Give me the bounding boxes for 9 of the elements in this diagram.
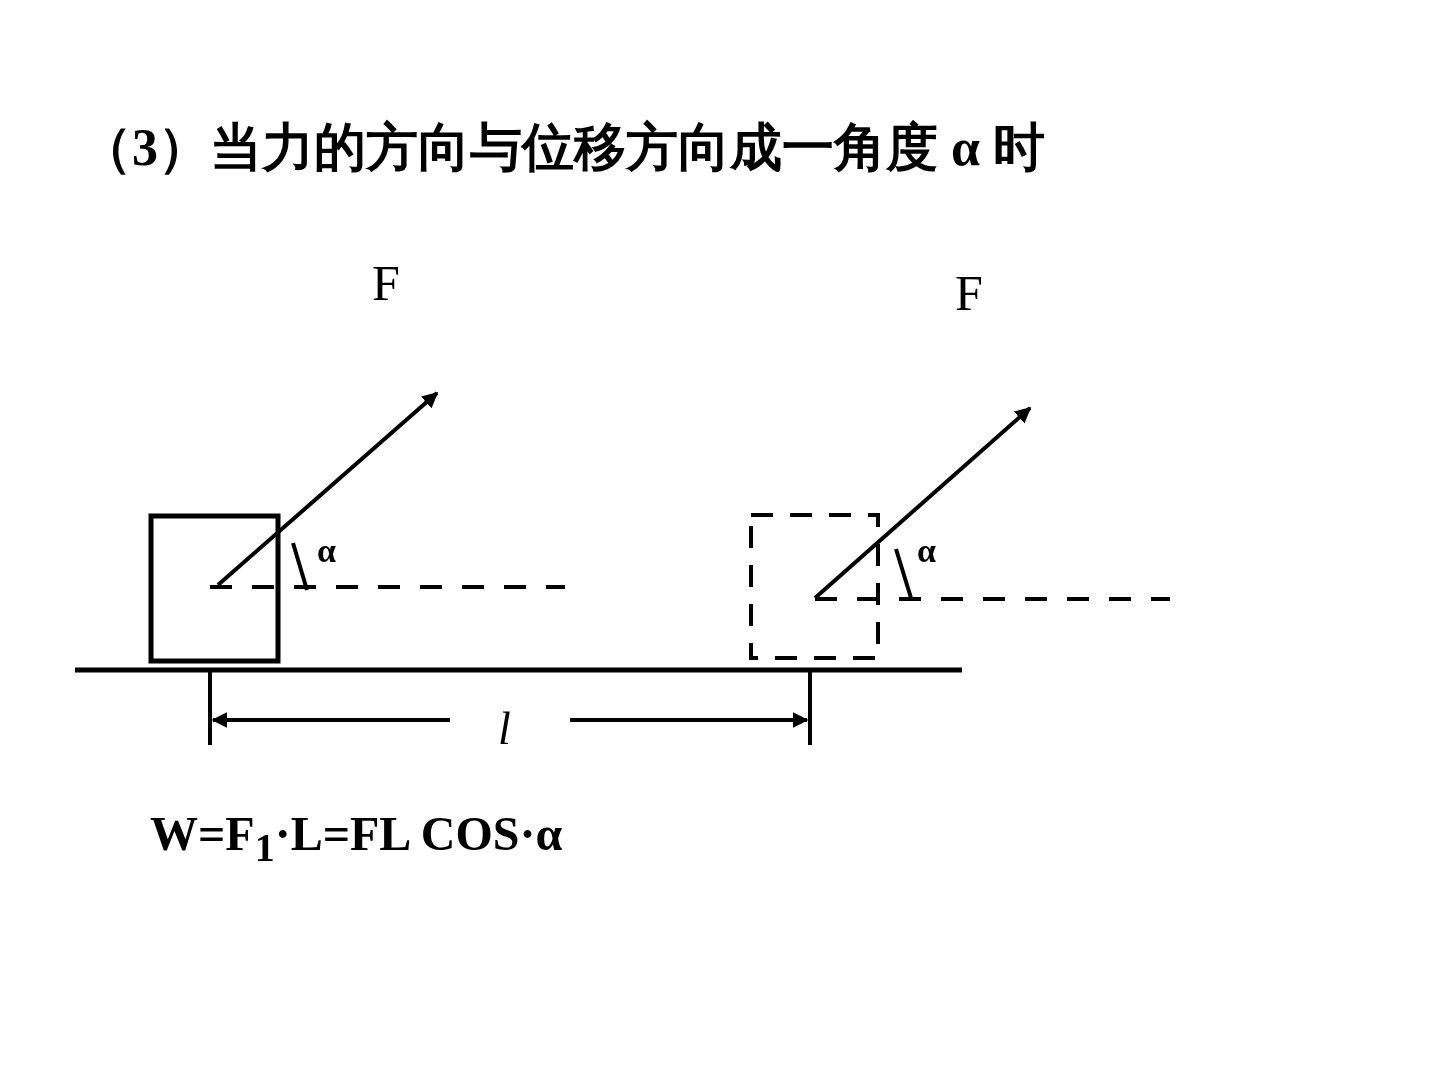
angle-label: α — [917, 534, 936, 568]
title: （3）当力的方向与位移方向成一角度 α 时 — [80, 122, 1046, 174]
angle-label: α — [317, 534, 336, 568]
block — [148, 513, 281, 664]
force-label: F — [372, 258, 400, 308]
formula: W=F$_{1}$·L=FL COS·α — [150, 810, 563, 868]
length-label: l — [498, 706, 511, 752]
force-label: F — [955, 268, 983, 318]
dashed-block — [749, 513, 880, 660]
